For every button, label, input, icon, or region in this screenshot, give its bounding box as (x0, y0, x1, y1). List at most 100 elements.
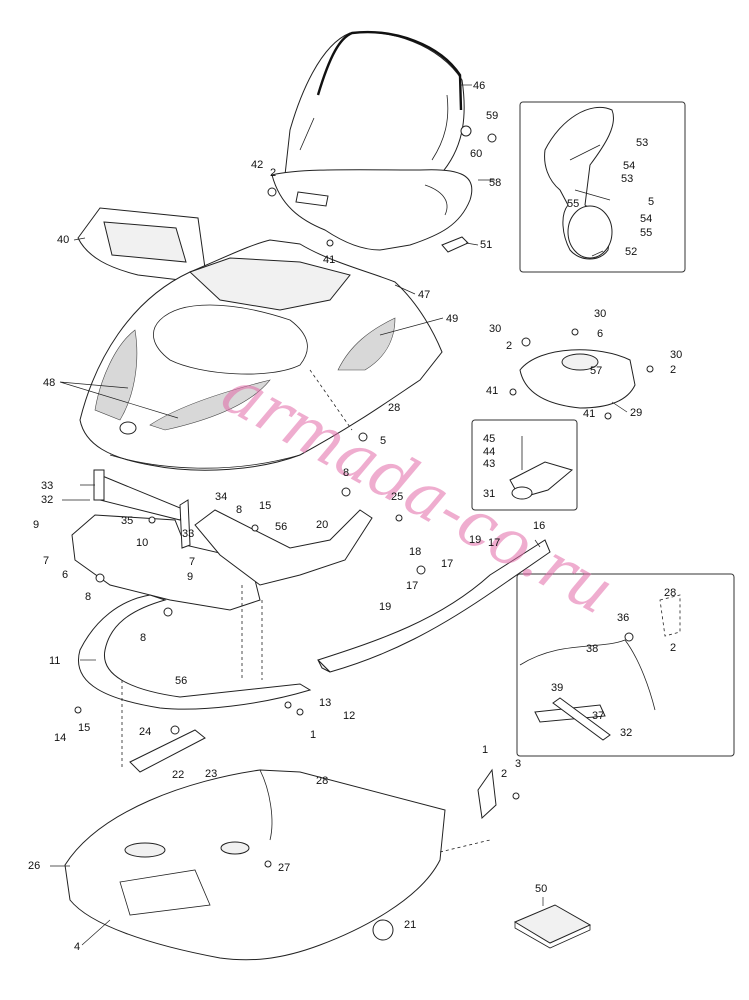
callout-2-d: 2 (670, 642, 676, 654)
callout-2: 2 (270, 167, 276, 179)
callout-28-c: 28 (664, 587, 676, 599)
callout-32: 32 (41, 494, 53, 506)
callout-40: 40 (57, 234, 69, 246)
fasteners (74, 125, 654, 868)
callout-14: 14 (54, 732, 66, 744)
callout-29: 29 (630, 407, 642, 419)
callout-2-b: 2 (506, 340, 512, 352)
callout-10: 10 (136, 537, 148, 549)
wiring-harness (519, 594, 681, 741)
belly-pan (64, 769, 446, 961)
callout-17: 17 (488, 537, 500, 549)
callout-53: 53 (636, 137, 648, 149)
callout-21: 21 (404, 919, 416, 931)
leader-lines (50, 84, 628, 946)
part-51 (441, 236, 469, 253)
front-bumper (78, 594, 312, 710)
callout-49: 49 (446, 313, 458, 325)
callout-8-b: 8 (236, 504, 242, 516)
callout-31: 31 (483, 488, 495, 500)
callout-55: 55 (567, 198, 579, 210)
callout-32-b: 32 (620, 727, 632, 739)
callout-44: 44 (483, 446, 495, 458)
callout-33: 33 (41, 480, 53, 492)
callout-1-b: 1 (482, 744, 488, 756)
routing-lines (121, 369, 491, 853)
callout-28-b: 28 (316, 775, 328, 787)
callout-42: 42 (251, 159, 263, 171)
callout-58: 58 (489, 177, 501, 189)
callout-51: 51 (480, 239, 492, 251)
callout-56: 56 (275, 521, 287, 533)
callout-16: 16 (533, 520, 545, 532)
deflector-small (477, 768, 497, 820)
callout-17-b: 17 (441, 558, 453, 570)
callout-11: 11 (49, 655, 60, 667)
callout-9: 9 (33, 519, 39, 531)
callout-59: 59 (486, 110, 498, 122)
callout-41-b: 41 (486, 385, 498, 397)
front-bracket-assembly (71, 469, 261, 611)
callout-36: 36 (617, 612, 629, 624)
callout-17-c: 17 (406, 580, 418, 592)
callout-54: 54 (623, 160, 635, 172)
callout-38: 38 (586, 643, 598, 655)
callout-12: 12 (343, 710, 355, 722)
callout-labels: 46 59 60 42 2 58 40 41 51 47 49 48 28 5 … (28, 80, 682, 953)
callout-26: 26 (28, 860, 40, 872)
callout-5-b: 5 (648, 196, 654, 208)
callout-60: 60 (470, 148, 482, 160)
callout-6-b: 6 (62, 569, 68, 581)
callout-6: 6 (597, 328, 603, 340)
callout-2-c: 2 (670, 364, 676, 376)
center-support (194, 509, 373, 586)
callout-23: 23 (205, 768, 217, 780)
callout-19-b: 19 (379, 601, 391, 613)
callout-53-b: 53 (621, 173, 633, 185)
windshield (284, 31, 465, 187)
callout-1: 1 (310, 729, 316, 741)
windshield-deflector (271, 169, 473, 251)
callout-30-c: 30 (670, 349, 682, 361)
callout-8: 8 (343, 467, 349, 479)
callout-13: 13 (319, 697, 331, 709)
storage-compartment (77, 207, 206, 281)
callout-46: 46 (473, 80, 485, 92)
callout-54-b: 54 (640, 213, 652, 225)
callout-25: 25 (391, 491, 403, 503)
callout-15: 15 (259, 500, 271, 512)
hood (79, 239, 443, 471)
callout-8-c: 8 (85, 591, 91, 603)
callout-4: 4 (74, 941, 80, 953)
callout-50: 50 (535, 883, 547, 895)
callout-24: 24 (139, 726, 151, 738)
callout-41: 41 (323, 254, 335, 266)
callout-45: 45 (483, 433, 495, 445)
callout-35: 35 (121, 515, 133, 527)
callout-56-b: 56 (175, 675, 187, 687)
bumper-bracket (509, 436, 574, 500)
callout-20: 20 (316, 519, 328, 531)
callout-37: 37 (592, 710, 604, 722)
console (519, 349, 636, 409)
callout-19: 19 (469, 534, 481, 546)
mirror-assembly (544, 106, 614, 260)
callout-41-c: 41 (583, 408, 595, 420)
callout-15-b: 15 (78, 722, 90, 734)
callout-5: 5 (380, 435, 386, 447)
callout-27: 27 (278, 862, 290, 874)
callout-57: 57 (590, 365, 602, 377)
callout-7: 7 (43, 555, 49, 567)
callout-52: 52 (625, 246, 637, 258)
callout-34: 34 (215, 491, 227, 503)
callout-55-b: 55 (640, 227, 652, 239)
side-rail (317, 539, 551, 673)
callout-48: 48 (43, 377, 55, 389)
callout-18: 18 (409, 546, 421, 558)
callout-3: 3 (515, 758, 521, 770)
callout-7-b: 7 (189, 556, 195, 568)
callout-33-b: 33 (182, 528, 194, 540)
callout-8-d: 8 (140, 632, 146, 644)
decal-sheet (513, 904, 592, 949)
callout-28: 28 (388, 402, 400, 414)
